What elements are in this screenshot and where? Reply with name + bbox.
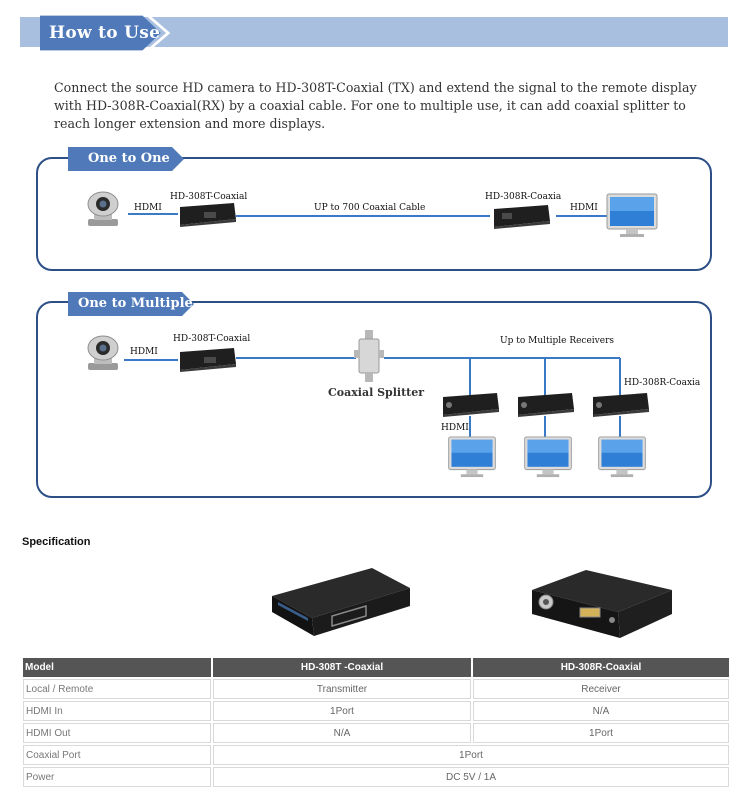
one-to-one-rx-label: HD-308R-Coaxia [485, 192, 562, 202]
row-label: HDMI Out [23, 723, 211, 743]
receivers-label: Up to Multiple Receivers [500, 336, 614, 346]
row-rx-value: 1Port [473, 723, 729, 743]
one-to-multiple-hdmi-in-label: HDMI [130, 347, 158, 357]
one-to-one-title: One to One [88, 151, 170, 166]
table-header-row: Model HD-308T -Coaxial HD-308R-Coaxial [23, 658, 729, 677]
row-tx-value: 1Port [213, 701, 471, 721]
row-rx-value: Receiver [473, 679, 729, 699]
rx-product-photo [532, 570, 672, 638]
tx-device-icon [180, 203, 236, 227]
rx-device-icon [443, 393, 499, 417]
row-tx-value: Transmitter [213, 679, 471, 699]
one-to-multiple-title: One to Multiple [78, 296, 193, 311]
row-label: HDMI In [23, 701, 211, 721]
one-to-multiple-rx-label: HD-308R-Coaxia [624, 378, 701, 388]
one-to-multiple-cables [124, 357, 621, 440]
one-to-multiple-tx-label: HD-308T-Coaxial [173, 334, 251, 344]
display-icon [606, 193, 658, 237]
table-row: HDMI In 1Port N/A [23, 701, 729, 721]
tx-device-icon [180, 348, 236, 372]
one-to-multiple-tab-shape [68, 292, 194, 316]
row-tx-value: N/A [213, 723, 471, 743]
header-model: Model [23, 658, 211, 677]
specification-table: Model HD-308T -Coaxial HD-308R-Coaxial L… [21, 656, 731, 789]
hd-camera-icon [87, 191, 119, 226]
row-rx-value: N/A [473, 701, 729, 721]
table-row: Local / Remote Transmitter Receiver [23, 679, 729, 699]
row-shared-value: 1Port [213, 745, 729, 765]
one-to-one-cables [128, 213, 608, 217]
display-icon [598, 436, 646, 478]
page-title: How to Use [49, 23, 161, 43]
hd-camera-icon [87, 335, 119, 370]
rx-device-icon [593, 393, 649, 417]
rx-device-icon [518, 393, 574, 417]
intro-paragraph: Connect the source HD camera to HD-308T-… [54, 80, 697, 131]
one-to-one-hdmi-in-label: HDMI [134, 203, 162, 213]
display-icon [448, 436, 496, 478]
display-icon [524, 436, 572, 478]
coaxial-splitter-icon [354, 330, 384, 382]
rx-device-icon [494, 205, 550, 229]
one-to-one-cable-label: UP to 700 Coaxial Cable [314, 203, 426, 213]
table-row: HDMI Out N/A 1Port [23, 723, 729, 743]
table-row: Coaxial Port 1Port [23, 745, 729, 765]
row-label: Local / Remote [23, 679, 211, 699]
row-label: Power [23, 767, 211, 787]
one-to-one-tx-label: HD-308T-Coaxial [170, 192, 248, 202]
row-label: Coaxial Port [23, 745, 211, 765]
one-to-multiple-hdmi-out-label: HDMI [441, 423, 469, 433]
one-to-one-hdmi-out-label: HDMI [570, 203, 598, 213]
row-shared-value: DC 5V / 1A [213, 767, 729, 787]
header-tab-shape [40, 14, 170, 52]
one-to-one-tab-shape [68, 147, 184, 171]
table-row: Power DC 5V / 1A [23, 767, 729, 787]
specification-title: Specification [22, 536, 91, 548]
header-tx: HD-308T -Coaxial [213, 658, 471, 677]
header-rx: HD-308R-Coaxial [473, 658, 729, 677]
coaxial-splitter-label: Coaxial Splitter [328, 386, 425, 399]
tx-product-photo [272, 568, 410, 636]
